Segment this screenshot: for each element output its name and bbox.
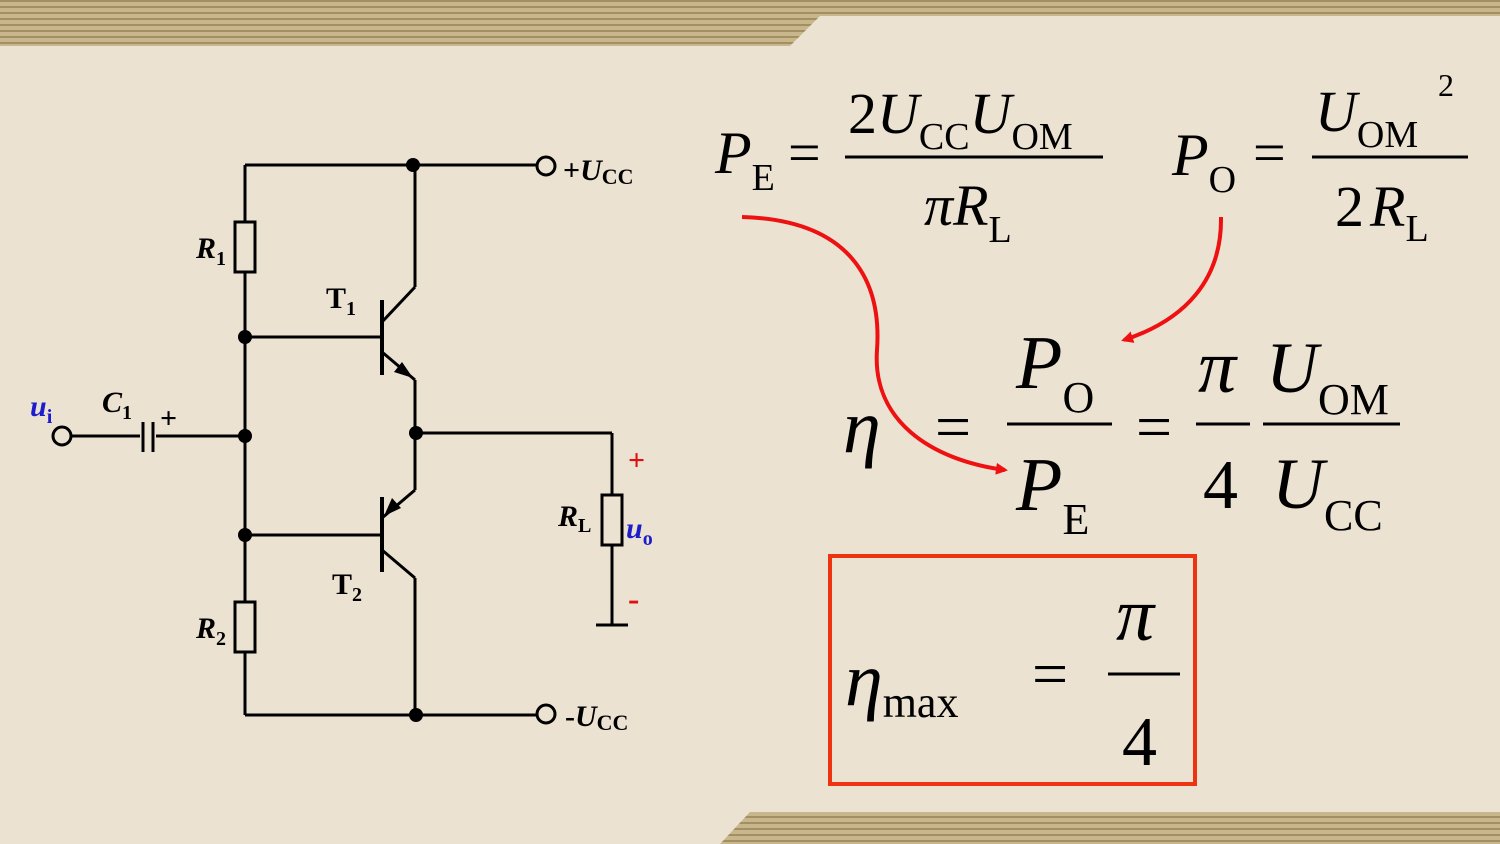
top-stripe-band xyxy=(0,0,1500,46)
eta-max-denominator: 4 xyxy=(1122,704,1157,781)
t1-emitter-arrow-icon xyxy=(394,362,413,378)
label-out-minus: - xyxy=(628,581,639,618)
pe-equals: = xyxy=(788,120,821,185)
junction-dot xyxy=(409,708,423,722)
label-r2: R2 xyxy=(195,612,226,650)
eta-fraction-2-denominator: 4 xyxy=(1203,447,1238,524)
pe-lhs: PE xyxy=(714,120,775,199)
label-t1: T1 xyxy=(326,282,356,320)
t2-collector xyxy=(381,548,416,580)
terminal-vcc-plus xyxy=(535,155,557,177)
terminal-input xyxy=(51,425,73,447)
arrow-po-to-eta xyxy=(1121,216,1224,343)
arrow-pe-to-eta xyxy=(741,215,1008,475)
label-rl: RL xyxy=(557,500,591,537)
po-equals: = xyxy=(1253,120,1286,185)
pe-denominator: πRL xyxy=(924,173,1012,251)
label-ui: ui xyxy=(30,390,53,428)
resistor-r2 xyxy=(233,600,257,654)
circuit xyxy=(71,163,628,717)
t2-emitter-arrow-icon xyxy=(384,498,401,516)
label-vcc-minus: -UCC xyxy=(565,700,628,735)
resistor-rl xyxy=(600,493,624,547)
eta-equals-2: = xyxy=(1136,391,1172,462)
eta-fraction-3-denominator: UCC xyxy=(1272,444,1383,540)
eta-max-highlight-box xyxy=(828,554,1197,786)
po-exponent: 2 xyxy=(1438,67,1454,103)
resistor-r1 xyxy=(233,220,257,274)
eta-fraction-3-numerator: UOM xyxy=(1266,328,1389,424)
terminal-vcc-minus xyxy=(535,703,557,725)
po-numerator: UOM xyxy=(1315,79,1418,156)
label-c1-polarity: + xyxy=(160,402,177,435)
eta-fraction-1-denominator: PE xyxy=(1015,443,1089,544)
label-t2: T2 xyxy=(332,568,362,606)
eta-fraction-1-numerator: PO xyxy=(1015,321,1094,422)
t1-collector xyxy=(380,285,417,324)
junction-dot xyxy=(238,528,252,542)
junctions xyxy=(238,158,423,722)
po-lhs: PO xyxy=(1171,122,1236,201)
eta-lhs: η xyxy=(843,385,881,469)
label-vcc-plus: +UCC xyxy=(563,154,634,189)
eta-max-equals: = xyxy=(1032,638,1068,709)
formula-pe: PE = 2UCCUOM πRL xyxy=(714,81,1103,251)
formula-eta-max: ηmax = π 4 xyxy=(828,554,1197,786)
label-out-plus: + xyxy=(628,444,645,477)
label-c1: C1 xyxy=(102,386,132,424)
label-r1: R1 xyxy=(195,232,226,270)
pe-numerator: 2UCCUOM xyxy=(848,81,1073,158)
eta-fraction-2-numerator: π xyxy=(1198,325,1238,409)
formula-eta: η = PO PE = π 4 UOM UCC xyxy=(843,321,1400,544)
eta-max-lhs: ηmax xyxy=(845,638,958,727)
junction-dot xyxy=(409,426,423,440)
eta-max-numerator: π xyxy=(1116,573,1156,657)
junction-dot xyxy=(406,158,420,172)
junction-dot xyxy=(238,429,252,443)
label-uo: uo xyxy=(626,512,653,550)
bottom-stripe-band xyxy=(720,812,1500,844)
junction-dot xyxy=(238,330,252,344)
